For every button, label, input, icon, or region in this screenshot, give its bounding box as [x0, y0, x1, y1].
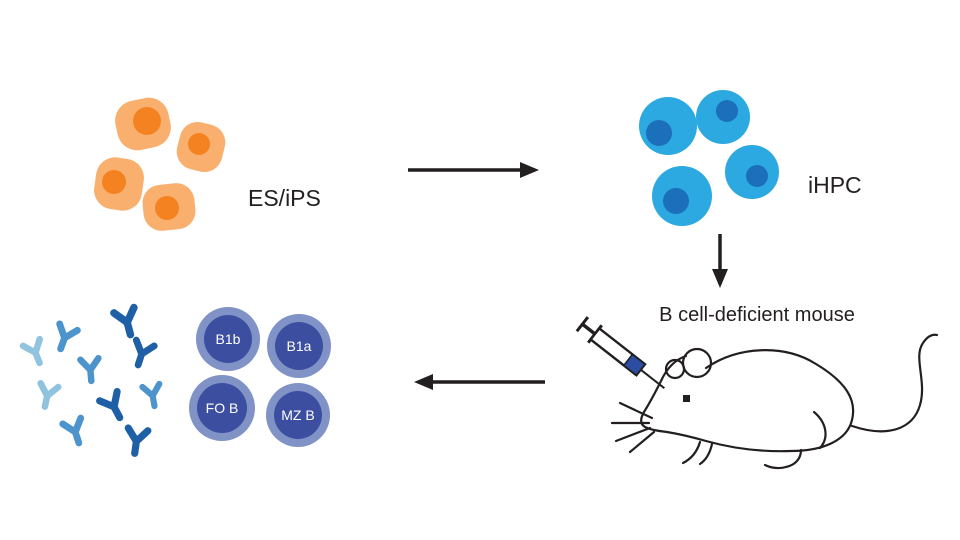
antibody-icon — [114, 308, 141, 338]
b1b-label: B1b — [216, 331, 241, 347]
ihpc-cell-nuclei — [646, 100, 768, 214]
b-cell-inner — [204, 315, 252, 363]
es-ips-label: ES/iPS — [248, 185, 321, 211]
ihpc-cell-nucleus — [646, 120, 672, 146]
mouse-front-legs — [681, 440, 714, 466]
mouse-whiskers — [610, 401, 656, 454]
mouse-eye — [683, 395, 690, 402]
ihpc-cell-bodies — [639, 90, 779, 226]
syringe-needle — [640, 368, 665, 389]
antibody-icon — [125, 428, 148, 455]
antibody-icon — [36, 383, 58, 408]
es-cell-nuclei — [102, 107, 210, 220]
antibody-icon — [100, 392, 129, 423]
es-ips-cell-cluster — [94, 97, 226, 231]
syringe-icon — [575, 316, 665, 389]
mouse-body — [665, 349, 855, 453]
ihpc-cell-cluster — [639, 90, 779, 226]
b-cell-inner — [275, 322, 323, 370]
antibody-group-dark — [100, 308, 155, 455]
fob-label: FO B — [206, 400, 239, 416]
ihpc-label: iHPC — [808, 172, 862, 198]
antibody-icon — [52, 324, 78, 352]
antibody-icon — [129, 340, 154, 368]
antibody-icon — [142, 384, 162, 408]
mouse-hind-leg — [763, 410, 827, 470]
mzb-label: MZ B — [281, 407, 314, 423]
es-cell-nucleus — [155, 196, 179, 220]
b-cell-inner-cores — [197, 315, 323, 439]
b1a-label: B1a — [287, 338, 312, 354]
ihpc-cell-nucleus — [746, 165, 768, 187]
antibody-group-light — [23, 339, 58, 408]
antibody-icon — [63, 418, 88, 446]
mouse-ear-icon — [664, 358, 686, 380]
b-cell-cluster: B1b B1a FO B MZ B — [189, 307, 331, 447]
es-cell-nucleus — [102, 170, 126, 194]
b-cell-inner — [274, 391, 322, 439]
antibody-icon — [23, 339, 48, 366]
es-cell-nucleus — [188, 133, 210, 155]
mouse-tail — [850, 333, 939, 433]
antibody-icon — [80, 358, 100, 381]
mouse-ear-icon — [681, 347, 713, 379]
ihpc-cell-nucleus — [663, 188, 689, 214]
es-cell-nucleus — [133, 107, 161, 135]
ihpc-cell-nucleus — [716, 100, 738, 122]
b-cell-inner — [197, 383, 247, 433]
mouse-label: B cell-deficient mouse — [659, 304, 855, 326]
mouse-head — [640, 354, 688, 434]
mouse-illustration — [610, 333, 939, 470]
